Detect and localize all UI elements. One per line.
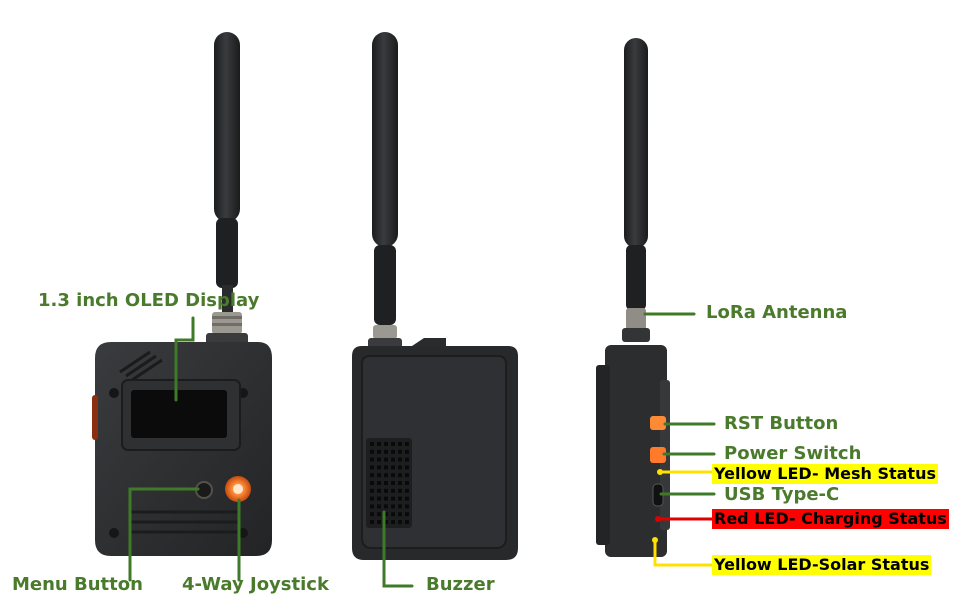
- buzzer-hole: [384, 504, 388, 509]
- buzzer-hole: [384, 465, 388, 470]
- antenna-front: [206, 32, 248, 347]
- buzzer-hole: [370, 496, 374, 501]
- leader-menu: [128, 487, 200, 582]
- buzzer-hole: [384, 473, 388, 478]
- buzzer-hole: [370, 473, 374, 478]
- label-yellow-led-mesh: Yellow LED- Mesh Status: [712, 464, 938, 484]
- buzzer-hole: [398, 481, 402, 485]
- buzzer-hole: [384, 520, 388, 524]
- buzzer-hole: [377, 520, 381, 524]
- buzzer-hole: [370, 457, 374, 462]
- buzzer-hole: [405, 481, 409, 485]
- buzzer-hole: [391, 457, 395, 462]
- yellow-led-mesh-dot: [657, 469, 663, 475]
- buzzer-hole: [391, 496, 395, 501]
- buzzer-hole: [384, 488, 388, 493]
- buzzer-hole: [391, 465, 395, 470]
- buzzer-hole: [398, 520, 402, 524]
- label-menu-button: Menu Button: [12, 574, 143, 595]
- device-front: [92, 32, 272, 556]
- leader-yellow-solar: [653, 538, 714, 567]
- buzzer-hole: [391, 504, 395, 509]
- buzzer-hole: [398, 465, 402, 470]
- buzzer-hole: [398, 442, 402, 446]
- label-yellow-led-solar: Yellow LED-Solar Status: [712, 555, 932, 575]
- buzzer-hole: [391, 488, 395, 493]
- buzzer-hole: [405, 496, 409, 501]
- buzzer-hole: [377, 504, 381, 509]
- label-usb-type-c: USB Type-C: [724, 484, 840, 505]
- label-buzzer: Buzzer: [426, 574, 495, 595]
- buzzer-hole: [398, 473, 402, 478]
- buzzer-hole: [398, 449, 402, 454]
- red-led-dot: [655, 516, 661, 522]
- buzzer-hole: [405, 457, 409, 462]
- buzzer-hole: [391, 449, 395, 454]
- buzzer-hole: [391, 520, 395, 524]
- antenna-side: [622, 38, 650, 342]
- device-side: [596, 38, 670, 557]
- buzzer-hole: [370, 449, 374, 454]
- buzzer-hole: [405, 488, 409, 493]
- buzzer-hole: [370, 520, 374, 524]
- buzzer-hole: [398, 496, 402, 501]
- buzzer-hole: [370, 465, 374, 470]
- label-lora-antenna: LoRa Antenna: [706, 302, 848, 323]
- buzzer-hole: [370, 488, 374, 493]
- buzzer-hole: [398, 457, 402, 462]
- label-oled-display: 1.3 inch OLED Display: [38, 290, 260, 311]
- buzzer-hole: [384, 442, 388, 446]
- buzzer-hole: [377, 512, 381, 517]
- buzzer-hole: [398, 512, 402, 517]
- buzzer-hole: [391, 512, 395, 517]
- buzzer-hole: [391, 442, 395, 446]
- buzzer-hole: [391, 473, 395, 478]
- oled-display: [131, 390, 227, 438]
- buzzer-hole: [377, 481, 381, 485]
- buzzer-hole: [384, 496, 388, 501]
- label-joystick: 4-Way Joystick: [182, 574, 329, 595]
- buzzer-hole: [377, 465, 381, 470]
- buzzer-hole: [377, 473, 381, 478]
- buzzer-hole: [391, 481, 395, 485]
- buzzer-hole: [405, 465, 409, 470]
- label-red-led-charging: Red LED- Charging Status: [712, 509, 949, 529]
- leader-buzzer: [382, 510, 414, 588]
- label-power-switch: Power Switch: [724, 443, 862, 464]
- buzzer-hole: [370, 442, 374, 446]
- buzzer-hole: [398, 488, 402, 493]
- buzzer-hole: [370, 504, 374, 509]
- buzzer-hole: [405, 512, 409, 517]
- buzzer-hole: [370, 512, 374, 517]
- label-rst-button: RST Button: [724, 413, 839, 434]
- rst-button-control: [650, 416, 666, 430]
- buzzer-hole: [384, 449, 388, 454]
- buzzer-hole: [405, 449, 409, 454]
- buzzer-hole: [377, 457, 381, 462]
- buzzer-hole: [377, 488, 381, 493]
- leader-oled: [174, 316, 195, 402]
- buzzer-hole: [384, 481, 388, 485]
- buzzer-hole: [405, 520, 409, 524]
- buzzer-hole: [405, 504, 409, 509]
- buzzer-hole: [377, 449, 381, 454]
- power-switch-control: [650, 447, 666, 463]
- buzzer-hole: [384, 512, 388, 517]
- buzzer-hole: [377, 442, 381, 446]
- buzzer-hole: [405, 473, 409, 478]
- buzzer-hole: [398, 504, 402, 509]
- antenna-back: [368, 32, 402, 352]
- buzzer-hole: [405, 442, 409, 446]
- buzzer-hole: [377, 496, 381, 501]
- buzzer-hole: [370, 481, 374, 485]
- buzzer-hole: [384, 457, 388, 462]
- device-back: [352, 32, 518, 560]
